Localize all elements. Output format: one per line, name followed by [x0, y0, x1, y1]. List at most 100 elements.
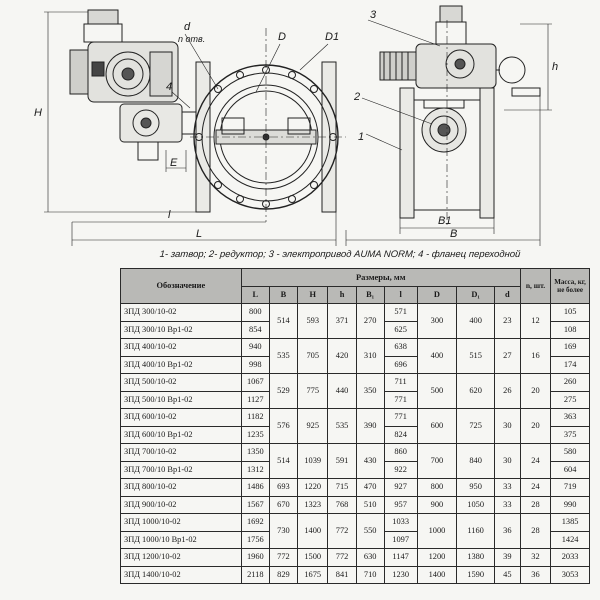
table-cell: 1400 — [296, 513, 329, 549]
table-cell: ЗПД 400/10 Вр1-02 — [120, 355, 242, 374]
gearbox-front — [119, 103, 199, 161]
table-cell: 1182 — [240, 408, 270, 427]
table-cell: 28 — [519, 495, 552, 514]
header-col: B — [268, 285, 299, 304]
table-cell: 700 — [416, 443, 458, 479]
table-cell: 772 — [327, 513, 357, 549]
table-cell: 670 — [268, 495, 299, 514]
header-mass: Масса, кг, не более — [550, 268, 590, 304]
table-cell: 800 — [416, 478, 458, 497]
table-cell: 1400 — [416, 565, 458, 584]
table-cell: ЗПД 900/10-02 — [120, 495, 242, 514]
table-cell: 500 — [416, 373, 458, 409]
table-cell: 470 — [355, 478, 385, 497]
table-cell: 925 — [296, 408, 329, 444]
label-H: H — [34, 107, 42, 119]
table-cell: ЗПД 800/10-02 — [120, 478, 242, 497]
table-cell: 591 — [327, 443, 357, 479]
table-cell: 105 — [550, 303, 590, 322]
table-cell: 638 — [383, 338, 418, 357]
table-cell: 300 — [416, 303, 458, 339]
table-cell: 1033 — [383, 513, 418, 532]
table-cell: 3053 — [550, 565, 590, 584]
specification-table: Обозначение Размеры, мм n, шт. Масса, кг… — [120, 268, 590, 584]
table-cell: 275 — [550, 390, 590, 409]
label-D: D — [278, 31, 286, 43]
table-cell: 580 — [550, 443, 590, 462]
table-cell: 710 — [355, 565, 385, 584]
table-cell: 630 — [355, 548, 385, 567]
header-col: l — [383, 285, 418, 304]
table-cell: 515 — [456, 338, 495, 374]
table-cell: 1039 — [296, 443, 329, 479]
table-cell: ЗПД 600/10 Вр1-02 — [120, 425, 242, 444]
label-l: l — [168, 209, 171, 221]
table-cell: 772 — [327, 548, 357, 567]
table-cell: 1500 — [296, 548, 329, 567]
label-E: E — [170, 157, 178, 169]
table-cell: 1960 — [240, 548, 270, 567]
table-cell: 350 — [355, 373, 385, 409]
side-view — [345, 5, 552, 246]
header-col: d — [493, 285, 521, 304]
table-cell: 775 — [296, 373, 329, 409]
table-cell: 950 — [456, 478, 495, 497]
header-col: B₁ — [355, 285, 385, 304]
table-cell: 1097 — [383, 530, 418, 549]
table-cell: 390 — [355, 408, 385, 444]
label-n-otv: n отв. — [178, 34, 205, 44]
label-B: B — [450, 228, 457, 240]
table-cell: 998 — [240, 355, 270, 374]
table-cell: 529 — [268, 373, 299, 409]
table-cell: 1486 — [240, 478, 270, 497]
table-cell: 24 — [519, 478, 552, 497]
table-cell: 39 — [493, 548, 521, 567]
table-cell: 1000 — [416, 513, 458, 549]
table-cell: 1312 — [240, 460, 270, 479]
table-cell: 693 — [268, 478, 299, 497]
table-cell: 990 — [550, 495, 590, 514]
header-designation: Обозначение — [120, 268, 242, 304]
callout-3: 3 — [370, 9, 377, 21]
table-cell: 400 — [456, 303, 495, 339]
table-cell: 1147 — [383, 548, 418, 567]
label-h: h — [552, 61, 558, 73]
table-cell: ЗПД 1400/10-02 — [120, 565, 242, 584]
drawing-labels: d n отв. D D1 4 E H l L 3 2 1 h B1 B — [34, 9, 558, 240]
header-col: D₁ — [456, 285, 495, 304]
table-cell: 514 — [268, 443, 299, 479]
table-subheader-row: L B H h B₁ l D D₁ d — [121, 285, 590, 304]
table-cell: 32 — [519, 548, 552, 567]
table-cell: 900 — [416, 495, 458, 514]
table-cell: 1050 — [456, 495, 495, 514]
label-L: L — [196, 228, 202, 240]
label-D1: D1 — [325, 31, 339, 43]
table-cell: ЗПД 300/10 Вр1-02 — [120, 320, 242, 339]
table-cell: ЗПД 300/10-02 — [120, 303, 242, 322]
table-cell: 604 — [550, 460, 590, 479]
table-cell: 571 — [383, 303, 418, 322]
table-cell: 1160 — [456, 513, 495, 549]
table-cell: 36 — [493, 513, 521, 549]
table-cell: ЗПД 600/10-02 — [120, 408, 242, 427]
table-cell: 535 — [327, 408, 357, 444]
gearbox-side — [421, 99, 467, 153]
table-cell: 625 — [383, 320, 418, 339]
table-cell: 940 — [240, 338, 270, 357]
front-view — [44, 9, 346, 246]
drawing-caption: 1- затвор; 2- редуктор; 3 - электроприво… — [159, 249, 521, 260]
callout-1: 1 — [358, 131, 364, 143]
label-B1: B1 — [438, 215, 451, 227]
table-cell: 725 — [456, 408, 495, 444]
table-cell: ЗПД 500/10-02 — [120, 373, 242, 392]
table-cell: 600 — [416, 408, 458, 444]
table-cell: 824 — [383, 425, 418, 444]
header-col: H — [296, 285, 329, 304]
table-cell: 510 — [355, 495, 385, 514]
label-d: d — [184, 21, 191, 33]
